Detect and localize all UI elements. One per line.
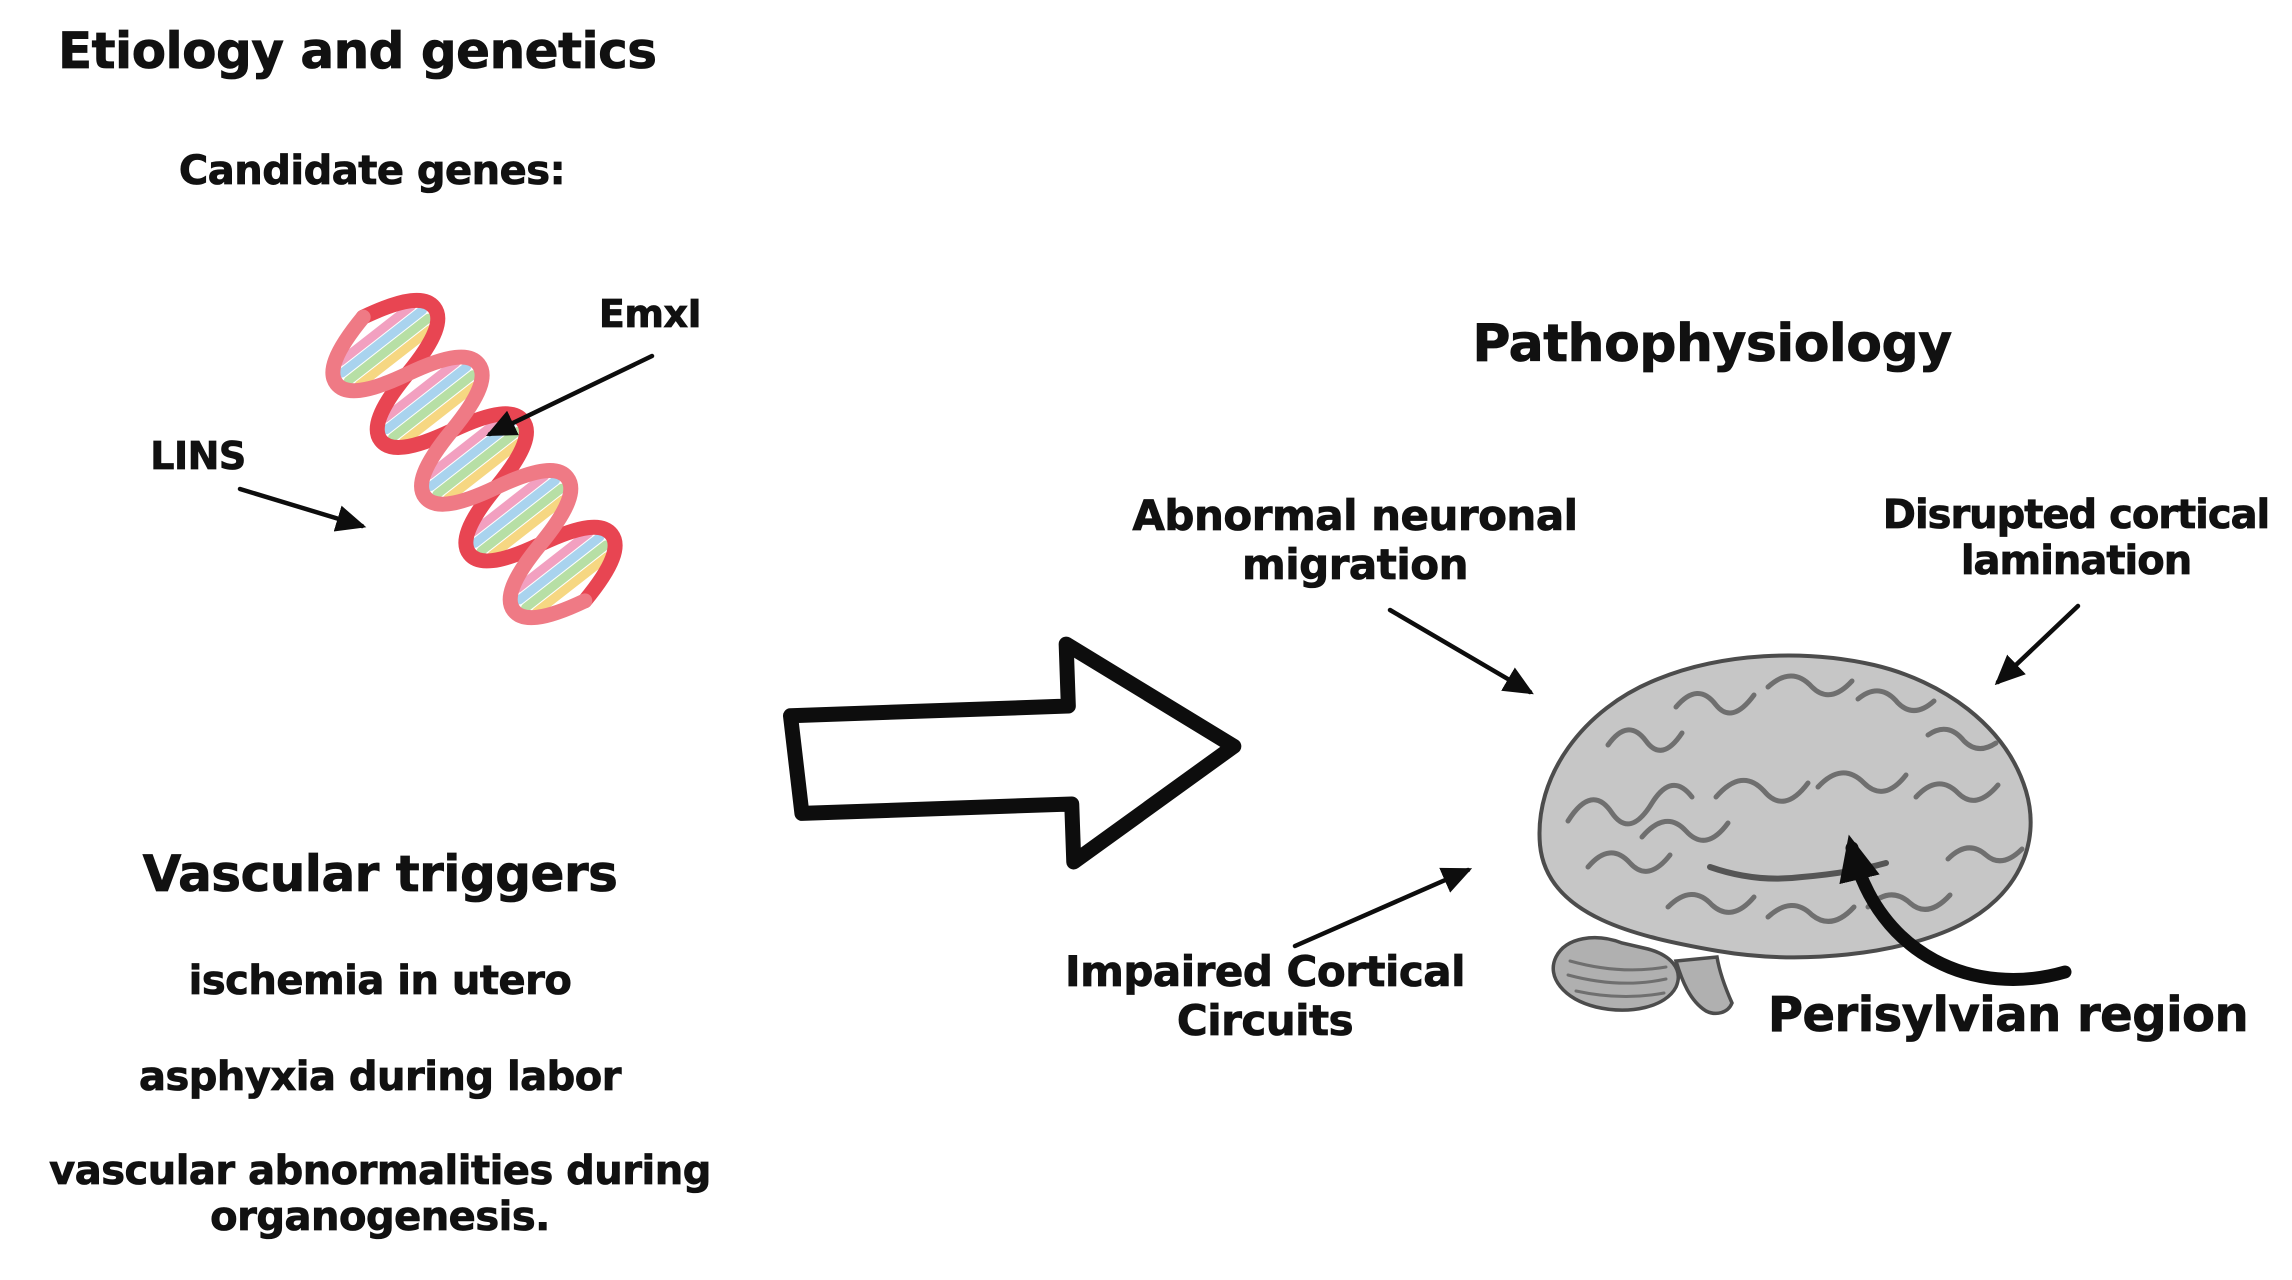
dna-strand-back — [325, 309, 593, 626]
brain-cerebrum — [1537, 653, 2033, 960]
lins-pointer-arrow — [237, 486, 367, 532]
gene-label-lins: LINS — [150, 434, 247, 479]
label-perisylvian-region: Perisylvian region — [1767, 987, 2249, 1043]
dna-rungs-blue — [337, 305, 605, 605]
transition-arrow-shape — [782, 636, 1242, 870]
vascular-item-abnormalities: vascular abnormalities during organogene… — [49, 1148, 712, 1241]
dna-rungs-pink — [336, 301, 594, 593]
label-abnormal-neuronal-migration: Abnormal neuronal migration — [1132, 491, 1578, 589]
vascular-item-ischemia: ischemia in utero — [188, 958, 572, 1005]
brain-cerebellum-striations — [1566, 959, 1668, 999]
brain-cerebellum — [1551, 935, 1680, 1012]
brain-icon — [1537, 653, 2033, 1016]
candidate-genes-subtitle: Candidate genes: — [178, 148, 566, 195]
label-impaired-cortical-circuits: Impaired Cortical Circuits — [1064, 947, 1466, 1045]
dna-rungs-yellow — [354, 325, 612, 617]
etiology-title: Etiology and genetics — [58, 22, 658, 81]
label-disrupted-cortical-lamination: Disrupted cortical lamination — [1882, 492, 2270, 585]
dna-helix-icon — [325, 292, 623, 626]
gene-label-emx1: EmxI — [598, 292, 702, 337]
dna-rungs-green — [343, 313, 611, 613]
pathophysiology-title: Pathophysiology — [1472, 314, 1953, 375]
transition-arrow-icon — [782, 636, 1242, 870]
impaired-circuits-pointer-arrow — [1292, 867, 1473, 949]
vascular-triggers-title: Vascular triggers — [142, 845, 618, 904]
vascular-item-asphyxia: asphyxia during labor — [138, 1054, 622, 1101]
brain-stem — [1673, 955, 1734, 1016]
